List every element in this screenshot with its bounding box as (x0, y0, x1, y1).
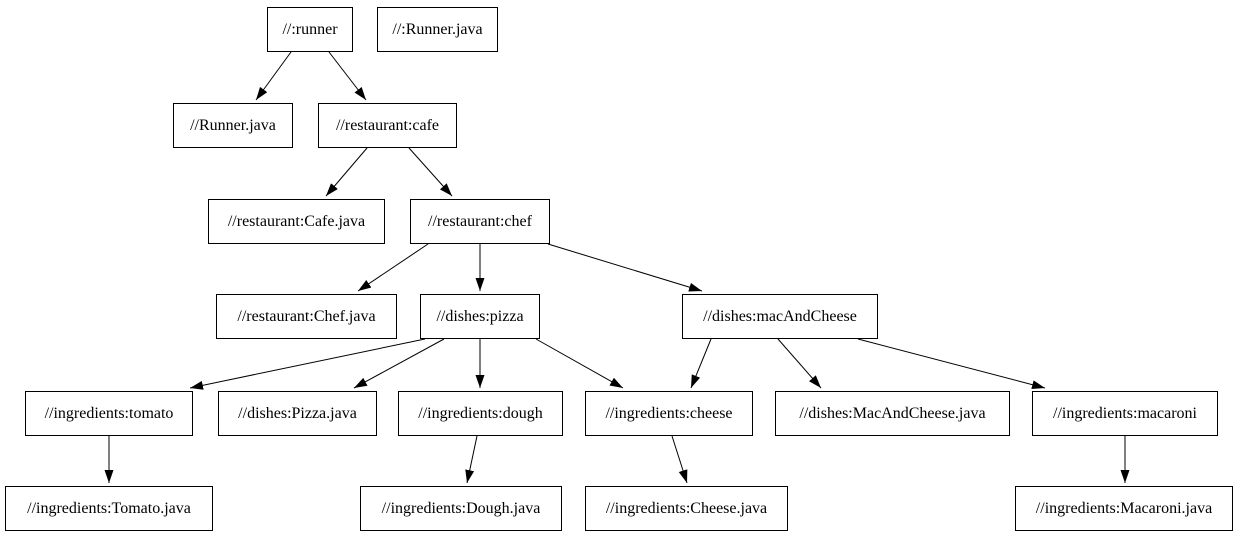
node-label: //dishes:pizza (436, 307, 524, 325)
node-restaurant-chef: //restaurant:chef (410, 199, 550, 244)
node-label: //:Runner.java (392, 20, 483, 38)
node-label: //dishes:macAndCheese (703, 307, 857, 325)
edge-dishes-pizza-to-ingredients-tomato (189, 338, 426, 390)
edge-dishes-mac-and-cheese-to-mac-and-cheese-java (777, 338, 822, 389)
node-label: //:runner (282, 20, 338, 38)
node-label: //ingredients:macaroni (1053, 404, 1197, 422)
node-label: //ingredients:dough (418, 404, 543, 422)
node-root-runner-java: //:Runner.java (377, 7, 498, 52)
node-label: //restaurant:cafe (335, 116, 440, 134)
node-restaurant-cafe-java: //restaurant:Cafe.java (208, 199, 385, 244)
node-dishes-mac-and-cheese-java: //dishes:MacAndCheese.java (775, 391, 1010, 436)
node-label: //Runner.java (190, 116, 276, 134)
node-label: //restaurant:chef (428, 212, 532, 230)
edge-dishes-mac-and-cheese-to-ingredients-cheese (690, 338, 712, 389)
edge-restaurant-chef-to-restaurant-chef-java (357, 243, 429, 292)
node-dishes-mac-and-cheese: //dishes:macAndCheese (682, 294, 878, 339)
node-label: //restaurant:Chef.java (237, 307, 376, 325)
node-dishes-pizza: //dishes:pizza (420, 294, 540, 339)
node-dishes-pizza-java: //dishes:Pizza.java (218, 391, 377, 436)
node-label: //ingredients:Tomato.java (27, 499, 191, 517)
node-label: //restaurant:Cafe.java (227, 212, 366, 230)
node-label: //ingredients:Macaroni.java (1035, 499, 1213, 517)
node-runner: //:runner (267, 7, 353, 52)
node-label: //dishes:MacAndCheese.java (799, 404, 986, 422)
node-restaurant-cafe: //restaurant:cafe (318, 103, 457, 148)
node-label: //dishes:Pizza.java (238, 404, 357, 422)
edge-restaurant-cafe-to-restaurant-chef (408, 147, 453, 197)
edge-runner-to-restaurant-cafe (328, 51, 367, 101)
node-ingredients-tomato-java: //ingredients:Tomato.java (5, 486, 213, 531)
node-ingredients-dough: //ingredients:dough (398, 391, 563, 436)
node-runner-java: //Runner.java (173, 103, 293, 148)
node-label: //ingredients:tomato (44, 404, 174, 422)
edge-ingredients-cheese-to-cheese-java (671, 435, 688, 484)
node-label: //ingredients:Cheese.java (605, 499, 768, 517)
edge-restaurant-cafe-to-restaurant-cafe-java (325, 147, 368, 197)
edge-runner-to-runner-java (255, 51, 292, 101)
edge-dishes-mac-and-cheese-to-ingredients-macaroni (857, 338, 1046, 390)
node-ingredients-dough-java: //ingredients:Dough.java (360, 486, 562, 531)
node-ingredients-cheese: //ingredients:cheese (585, 391, 753, 436)
node-label: //ingredients:cheese (605, 404, 733, 422)
edge-dishes-pizza-to-ingredients-cheese (535, 338, 624, 389)
node-ingredients-macaroni: //ingredients:macaroni (1032, 391, 1218, 436)
edge-ingredients-dough-to-dough-java (465, 435, 478, 484)
node-ingredients-macaroni-java: //ingredients:Macaroni.java (1015, 486, 1233, 531)
edge-restaurant-chef-to-dishes-mac-and-cheese (547, 243, 703, 292)
edge-dishes-pizza-to-dishes-pizza-java (353, 338, 445, 389)
node-ingredients-cheese-java: //ingredients:Cheese.java (585, 486, 788, 531)
node-label: //ingredients:Dough.java (381, 499, 541, 517)
node-restaurant-chef-java: //restaurant:Chef.java (216, 294, 397, 339)
node-ingredients-tomato: //ingredients:tomato (25, 391, 193, 436)
